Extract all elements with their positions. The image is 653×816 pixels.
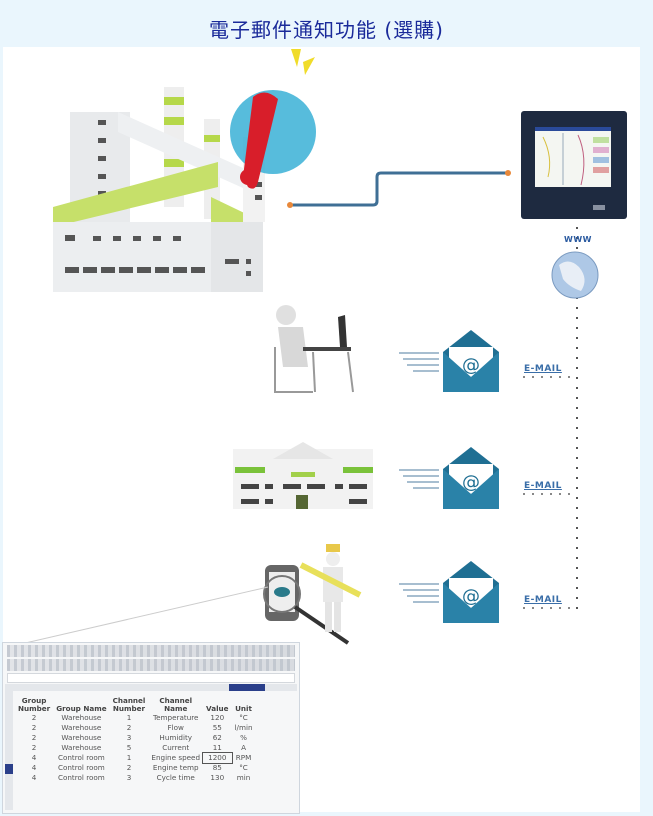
table-cell: 1 [126,713,132,722]
table-cell: Engine speed [151,753,201,762]
table-cell: 4 [31,753,37,762]
table-cell: Flow [167,723,184,732]
table-cell: 3 [126,773,132,782]
paperless-recorder-icon [521,111,627,219]
table-cell: Engine temp [152,763,199,772]
network-diagram: @ @ @ [7,49,627,648]
table-cell: Control room [57,753,105,762]
row-header-bar [5,685,13,810]
table-cell: Humidity [159,733,193,742]
table-row: 4 Control room 2 Engine temp 85 °C [15,763,256,773]
building-icon [233,442,373,509]
table-row: 2 Warehouse 5 Current 11 A [15,743,256,753]
column-header: Unit [235,704,252,713]
table-cell: Current [162,743,190,752]
table-cell: % [240,733,247,742]
table-cell: 2 [31,743,37,752]
table-cell: 2 [126,763,132,772]
envelope-icon-2: @ [399,447,499,509]
table-cell: Cycle time [156,773,195,782]
envelope-icon-3: @ [399,561,499,623]
table-cell: 5 [126,743,132,752]
table-cell: Control room [57,773,105,782]
table-cell: Warehouse [61,713,102,722]
table-cell: A [241,743,246,752]
table-row: 4 Control room 3 Cycle time 130 min [15,773,256,783]
page-title: 電子郵件通知功能 (選購) [209,18,444,42]
table-cell: 2 [126,723,132,732]
table-cell: 1 [126,753,132,762]
table-cell: 3 [126,733,132,742]
table-cell: 2 [31,723,37,732]
table-cell: RPM [235,753,252,762]
svg-text:@: @ [462,586,480,607]
table-cell: 85 [212,763,222,772]
column-header: Value [206,704,229,713]
mobile-engineer-icon [7,544,362,648]
formula-bar [7,673,295,683]
table-cell: 55 [212,723,222,732]
svg-text:@: @ [462,472,480,493]
table-cell: 2 [31,713,37,722]
factory-icon [53,87,265,292]
table-row: 2 Warehouse 2 Flow 55 l/min [15,723,256,733]
table-cell: 130 [210,773,225,782]
table-cell: l/min [234,723,253,732]
svg-text:@: @ [462,355,480,376]
table-cell: 4 [31,773,37,782]
table-cell: 62 [212,733,222,742]
table-cell: 2 [31,733,37,742]
table-cell: 4 [31,763,37,772]
table-cell: Warehouse [61,723,102,732]
table-row: 2 Warehouse 3 Humidity 62% [15,733,256,743]
column-header: Group Name [56,704,107,713]
connector-line [290,171,508,207]
email-label-1: E-MAIL [524,364,562,374]
column-header-bar [5,684,297,691]
connector-endpoint-end [505,170,511,176]
table-cell: 1200 [202,752,233,764]
table-row: 2 Warehouse 1 Temperature 120 °C [15,713,256,723]
table-cell: Control room [57,763,105,772]
connector-endpoint-start [287,202,293,208]
office-worker-icon [274,305,354,393]
table-cell: min [236,773,251,782]
spreadsheet-toolbar-2 [7,659,295,671]
network-label: WWW [564,235,592,244]
table-cell: 120 [210,713,225,722]
table-cell: °C [239,763,248,772]
envelope-icon-1: @ [399,330,499,392]
table-cell: 11 [212,743,222,752]
table-cell: Warehouse [61,733,102,742]
email-label-3: E-MAIL [524,595,562,605]
thermometer-alert-icon [230,49,316,189]
email-label-2: E-MAIL [524,481,562,491]
table-cell: Temperature [152,713,199,722]
spreadsheet-toolbar-1 [7,645,295,657]
table-cell: °C [239,713,248,722]
table-cell: Warehouse [61,743,102,752]
globe-icon [551,251,599,299]
